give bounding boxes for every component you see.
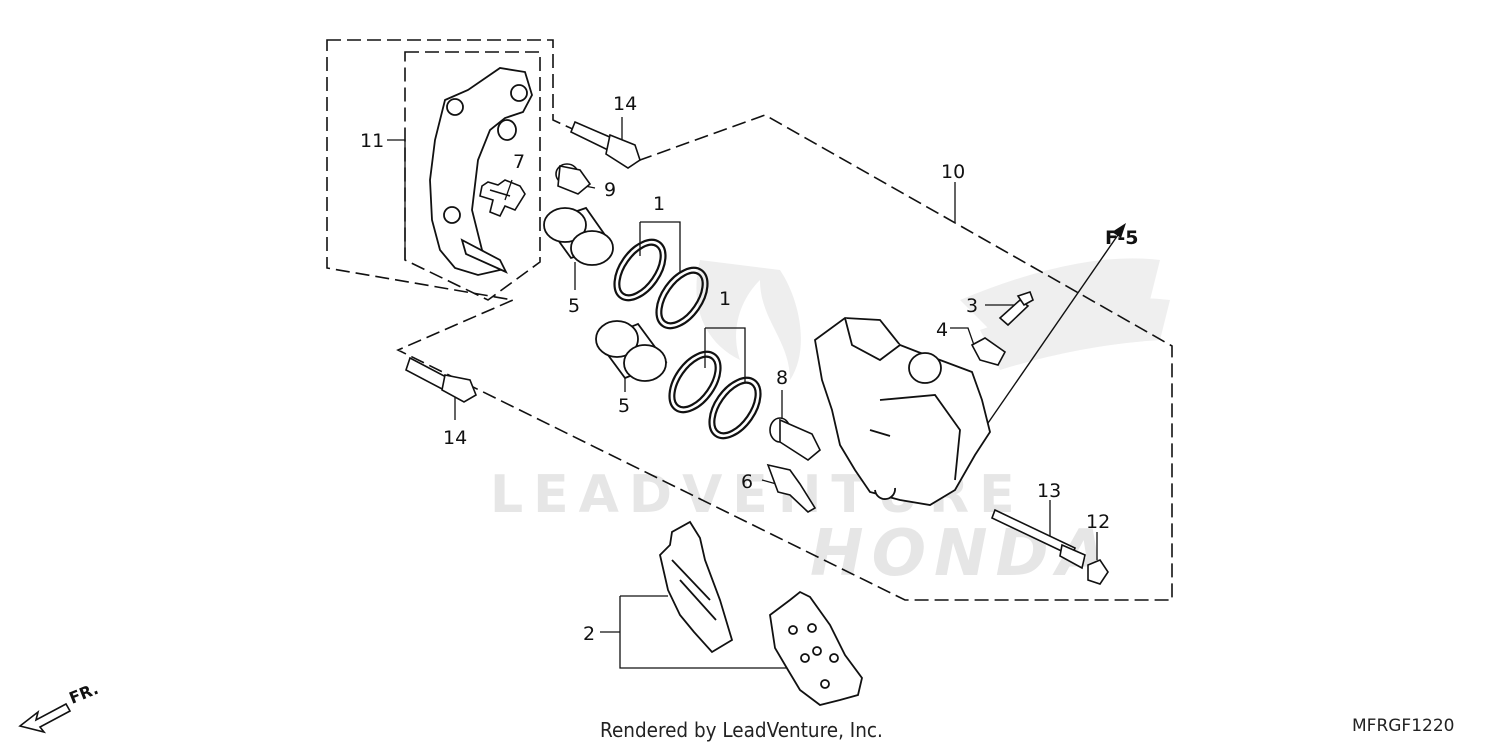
reference-label-f5: F-5: [1105, 227, 1139, 249]
caliper-body: [814, 317, 991, 506]
callout-8: 8: [776, 367, 788, 389]
bracket-inner-outline: [404, 51, 541, 301]
piston-upper: [543, 206, 614, 266]
callout-5-lower: 5: [618, 395, 630, 417]
brake-pad-rear: [659, 520, 734, 654]
callout-4: 4: [936, 319, 948, 341]
pin-plug: [1087, 559, 1109, 585]
watermark-honda: HONDA: [810, 517, 1114, 591]
callout-13: 13: [1037, 480, 1061, 502]
callout-14-upper: 14: [613, 93, 637, 115]
pin-boot: [555, 163, 592, 195]
caliper-pin: [769, 417, 821, 461]
callout-3: 3: [966, 295, 978, 317]
direction-label: FR.: [66, 679, 101, 708]
callout-2: 2: [583, 623, 595, 645]
caliper-bracket: [429, 67, 533, 276]
callout-12: 12: [1086, 511, 1110, 533]
direction-arrow: FR.: [18, 679, 101, 734]
footer-credit: Rendered by LeadVenture, Inc.: [600, 718, 883, 742]
leader-lines: [387, 117, 1098, 669]
brake-pad-front: [769, 590, 863, 706]
bolt-upper: [569, 120, 641, 169]
callout-10: 10: [941, 161, 965, 183]
bracket-outer-outline: [326, 39, 1173, 601]
piston-lower: [595, 320, 668, 382]
callout-1-lower: 1: [719, 288, 731, 310]
callout-11: 11: [360, 130, 384, 152]
bleeder-valve: [998, 290, 1034, 327]
diagram-code: MFRGF1220: [1352, 716, 1455, 736]
pad-spring: [479, 179, 526, 218]
pad-retainer: [766, 463, 817, 513]
callout-7: 7: [513, 151, 525, 173]
callout-14-lower: 14: [443, 427, 467, 449]
callout-1-upper: 1: [653, 193, 665, 215]
callout-6: 6: [741, 471, 753, 493]
pad-pin: [990, 508, 1086, 570]
reference-arrow: [967, 223, 1126, 453]
callout-9: 9: [604, 179, 616, 201]
bolt-lower: [405, 356, 477, 403]
callout-labels: 1 1 2 3 4 5 5 6 7 8 9 10 11 12 13 14 14 …: [360, 93, 1139, 645]
callout-5-upper: 5: [568, 295, 580, 317]
group-outlines: [326, 39, 1173, 601]
front-arrow-icon: [18, 702, 72, 734]
piston-seals: [613, 238, 762, 440]
bleeder-cap: [970, 337, 1007, 366]
